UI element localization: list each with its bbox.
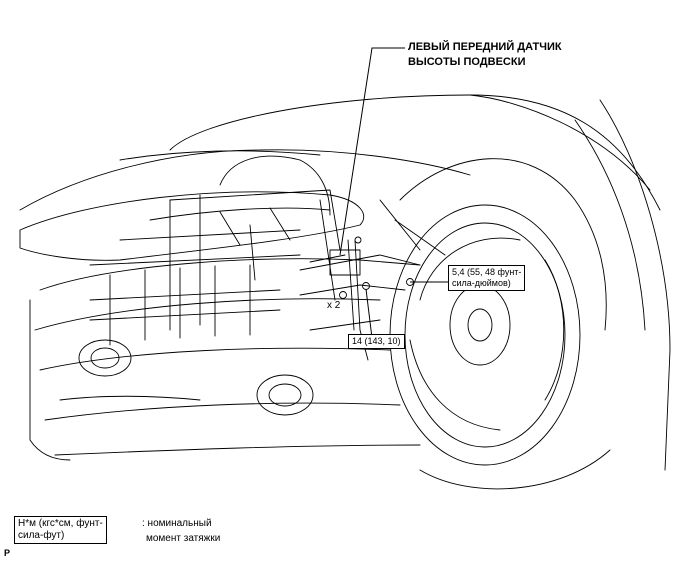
legend-unit-box: Н*м (кгс*см, фунт- сила-фут) <box>14 516 107 544</box>
legend-box-line2: сила-фут) <box>18 530 65 541</box>
torque-lower-value: 14 (143, 10) <box>352 336 401 346</box>
torque-spec-lower: 14 (143, 10) <box>348 334 405 349</box>
corner-mark: P <box>4 548 11 558</box>
torque-spec-upper: 5,4 (55, 48 фунт- сила-дюймов) <box>448 265 526 291</box>
quantity-label: x 2 <box>327 300 341 311</box>
legend-box-line1: Н*м (кгс*см, фунт- <box>18 518 103 529</box>
torque-upper-line2: сила-дюймов) <box>452 278 511 288</box>
legend-description-line1: : номинальный <box>142 518 212 529</box>
sensor-callout-line1: ЛЕВЫЙ ПЕРЕДНИЙ ДАТЧИК <box>408 41 562 53</box>
legend-description-line2: момент затяжки <box>146 533 221 544</box>
torque-upper-line1: 5,4 (55, 48 фунт- <box>452 267 522 277</box>
sensor-callout-line2: ВЫСОТЫ ПОДВЕСКИ <box>408 56 526 68</box>
